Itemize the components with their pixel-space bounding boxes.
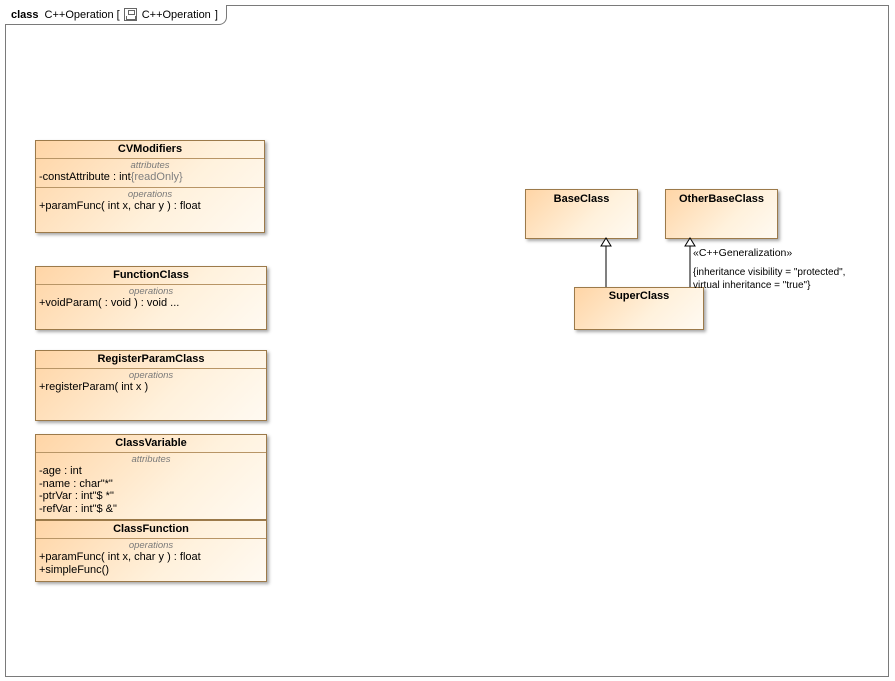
class-name: ClassFunction: [113, 523, 189, 535]
compartment-title: operations: [128, 540, 174, 551]
generalization-arrowhead: [684, 237, 696, 247]
attribute-text: -constAttribute : int: [39, 171, 131, 183]
attribute-row[interactable]: -constAttribute : int{readOnly}: [39, 171, 261, 184]
frame-name: C++Operation: [44, 8, 114, 21]
frame-diagram-name: C++Operation: [141, 8, 211, 21]
frame-bracket-close: ]: [214, 8, 218, 21]
generalization-superclass-to-baseclass[interactable]: [600, 237, 612, 287]
operations-compartment: operations +voidParam( : void ) : void .…: [36, 284, 266, 313]
class-cvmodifiers[interactable]: CVModifiers attributes -constAttribute :…: [35, 140, 265, 233]
compartment-title: operations: [128, 286, 174, 297]
attribute-property: {readOnly}: [130, 171, 183, 183]
compartment-title: operations: [127, 188, 173, 200]
class-classvariable[interactable]: ClassVariable attributes -age : int -nam…: [35, 434, 267, 520]
class-name: FunctionClass: [113, 269, 189, 281]
class-functionclass[interactable]: FunctionClass operations +voidParam( : v…: [35, 266, 267, 330]
class-name: SuperClass: [608, 290, 670, 302]
compartment-title: operations: [128, 370, 174, 381]
class-baseclass[interactable]: BaseClass: [525, 189, 638, 239]
operation-row[interactable]: +paramFunc( int x, char y ) : float: [39, 551, 201, 563]
operation-row[interactable]: +voidParam( : void ) : void ...: [39, 297, 180, 309]
attributes-compartment: attributes -constAttribute : int{readOnl…: [36, 158, 264, 187]
operations-compartment: operations +paramFunc( int x, char y ) :…: [36, 538, 266, 579]
attribute-row[interactable]: -refVar : int"$ &": [39, 502, 117, 515]
operation-row[interactable]: +simpleFunc(): [39, 563, 109, 576]
class-name: ClassVariable: [115, 437, 187, 449]
generalization-tagged-values-line-2: virtual inheritance = "true"}: [693, 280, 811, 291]
attribute-row[interactable]: -age : int: [39, 465, 82, 477]
class-classfunction[interactable]: ClassFunction operations +paramFunc( int…: [35, 520, 267, 582]
operations-compartment: operations +registerParam( int x ): [36, 368, 266, 397]
frame-keyword: class: [11, 8, 39, 21]
operations-compartment: operations +paramFunc( int x, char y ) :…: [36, 186, 264, 216]
class-registerparamclass[interactable]: RegisterParamClass operations +registerP…: [35, 350, 267, 421]
operation-row[interactable]: +paramFunc( int x, char y ) : float: [39, 199, 201, 212]
class-name: OtherBaseClass: [679, 193, 764, 205]
compartment-title: attributes: [131, 454, 171, 465]
class-diagram-icon: [123, 8, 137, 21]
operation-row[interactable]: +registerParam( int x ): [39, 381, 149, 393]
frame-bracket-open: [: [116, 8, 120, 21]
compartment-title: attributes: [130, 160, 170, 171]
generalization-arrowhead: [600, 237, 612, 247]
attributes-compartment: attributes -age : int -name : char"*" -p…: [36, 452, 266, 518]
attribute-row[interactable]: -name : char"*": [39, 477, 113, 490]
generalization-tagged-values-line-1: {inheritance visibility = "protected",: [693, 267, 846, 278]
class-name: RegisterParamClass: [97, 353, 205, 365]
diagram-frame-tab[interactable]: class C++Operation [ C++Operation ]: [5, 5, 227, 25]
class-superclass[interactable]: SuperClass: [574, 287, 704, 330]
class-otherbaseclass[interactable]: OtherBaseClass: [665, 189, 778, 239]
class-name: BaseClass: [553, 193, 610, 205]
class-name: CVModifiers: [117, 143, 183, 155]
generalization-stereotype-label: «C++Generalization»: [693, 247, 793, 259]
attribute-row[interactable]: -ptrVar : int"$ *": [39, 490, 114, 502]
